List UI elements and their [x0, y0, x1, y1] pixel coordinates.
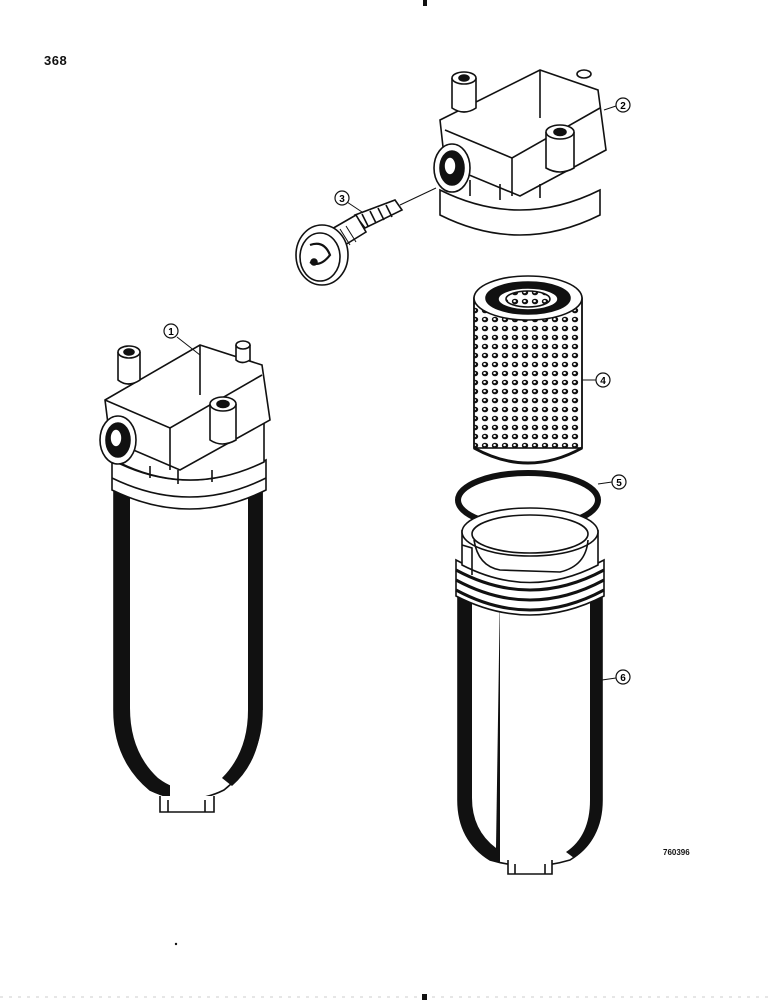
callout-3: 3: [334, 190, 350, 206]
callout-6: 6: [615, 669, 631, 685]
relief-valve: [295, 187, 437, 286]
page-number: 368: [44, 53, 68, 68]
callout-5-label: 5: [616, 478, 622, 489]
callout-1: 1: [163, 323, 179, 339]
callout-2: 2: [615, 97, 631, 113]
callout-5: 5: [611, 474, 627, 490]
callout-4-label: 4: [600, 376, 606, 387]
callout-3-label: 3: [339, 194, 345, 205]
callout-4: 4: [595, 372, 611, 388]
drawing-number: 760396: [663, 848, 690, 857]
callout-6-label: 6: [620, 673, 626, 684]
filter-head: [433, 69, 607, 236]
filter-bowl: [455, 507, 605, 875]
callout-1-label: 1: [168, 327, 174, 338]
callout-2-label: 2: [620, 101, 626, 112]
assembled-filter: [99, 340, 271, 813]
filter-element: [473, 275, 583, 465]
